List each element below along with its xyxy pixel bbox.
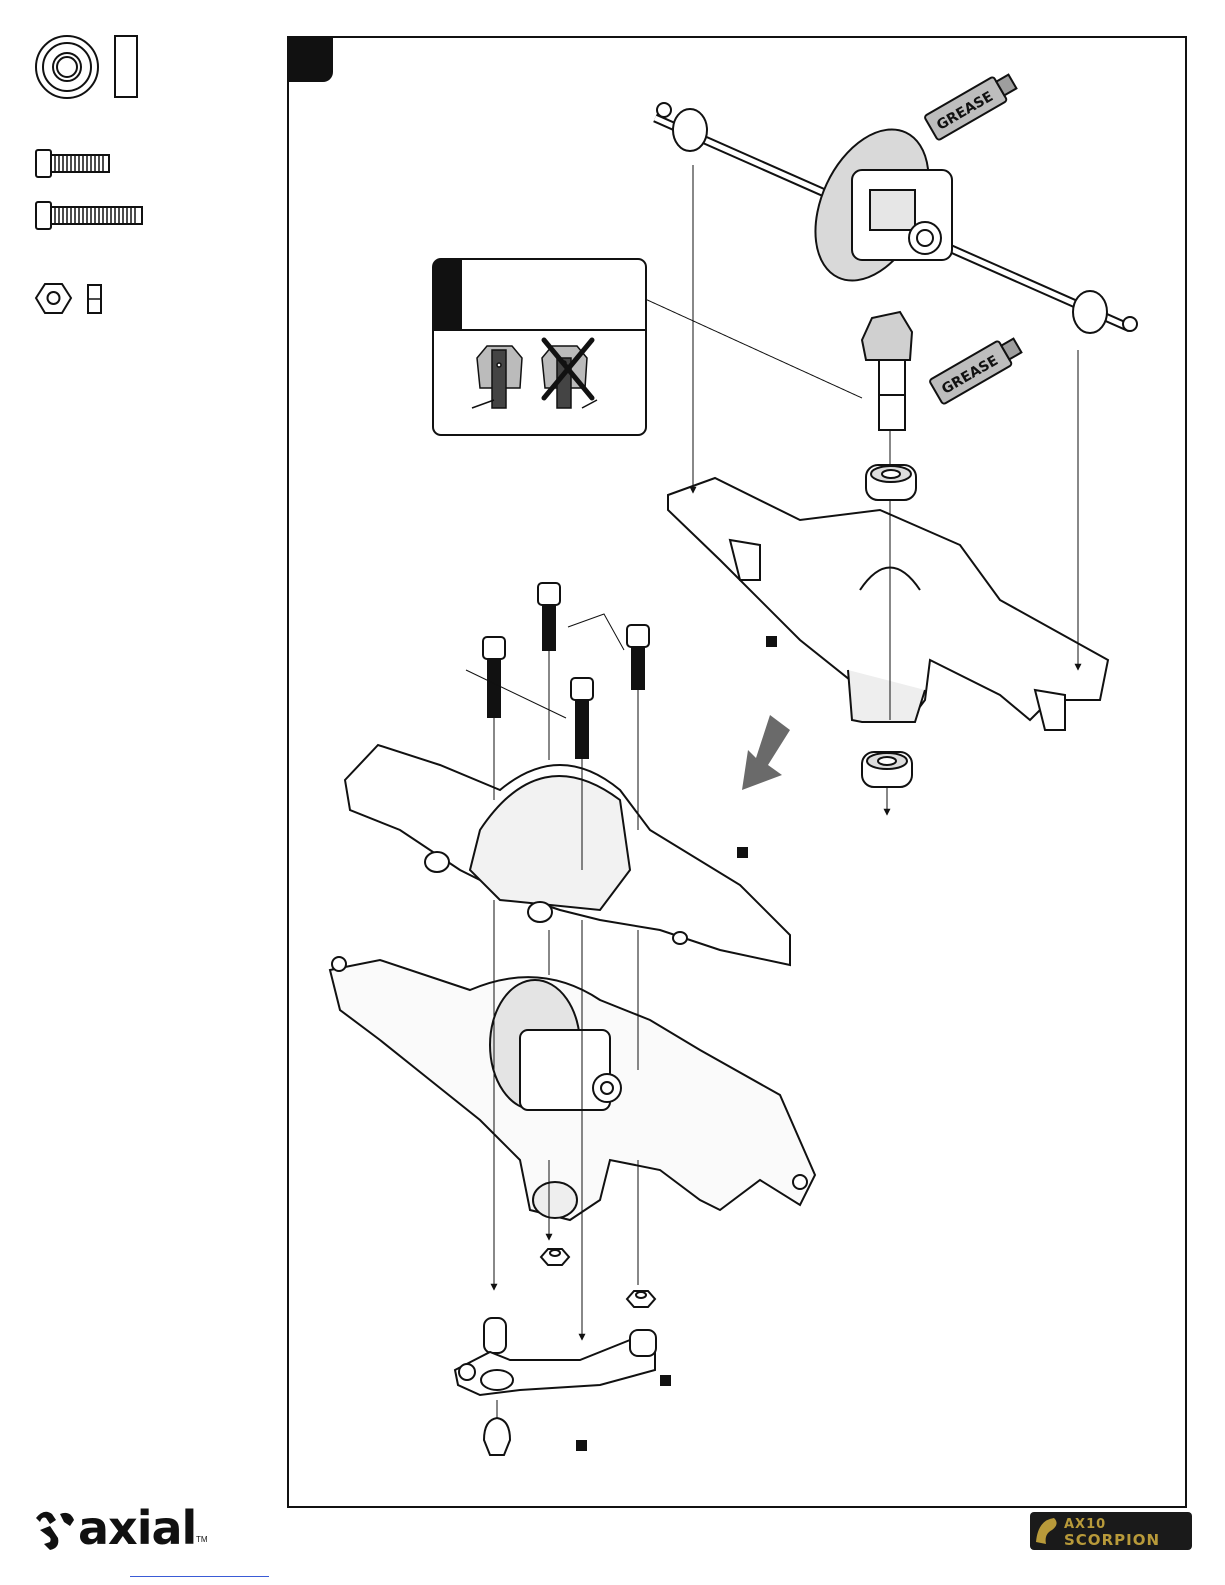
- grease-tube-icon: GREASE: [924, 69, 1019, 140]
- axle-housing-rear-half: [668, 478, 1108, 730]
- hex-nut-icon: [36, 284, 101, 313]
- axle-housing-cover: [345, 745, 790, 965]
- exploded-axle-assembly: GREASE GREASE: [287, 36, 1187, 1508]
- long-screw-icon: [36, 202, 142, 229]
- bearing-upper: [866, 465, 916, 500]
- bearing-lower: [862, 752, 912, 787]
- note-marker: [576, 1440, 587, 1451]
- note-marker: [660, 1375, 671, 1386]
- assembled-axle: [330, 957, 815, 1220]
- grease-tube-icon: GREASE: [929, 333, 1024, 404]
- bearing-icon: [36, 36, 137, 98]
- note-marker: [737, 847, 748, 858]
- parts-list: [0, 0, 270, 340]
- note-marker: [766, 636, 777, 647]
- cap-screws: [483, 583, 649, 758]
- trademark-symbol: TM: [196, 1535, 208, 1544]
- footer-link-underline: [130, 1576, 269, 1577]
- svg-text:AX10: AX10: [1064, 1517, 1106, 1532]
- pinion-gear: [862, 312, 912, 430]
- short-screw-icon: [36, 150, 109, 177]
- ax10-scorpion-logo: AX10 SCORPION: [1030, 1512, 1192, 1550]
- svg-text:SCORPION: SCORPION: [1064, 1531, 1160, 1549]
- assembly-direction-arrow: [742, 715, 790, 790]
- differential-with-axle: [655, 103, 1137, 333]
- brand-wordmark: axial: [78, 1503, 196, 1553]
- pinion-orientation-callout: [432, 258, 647, 436]
- link-mount: [455, 1318, 656, 1455]
